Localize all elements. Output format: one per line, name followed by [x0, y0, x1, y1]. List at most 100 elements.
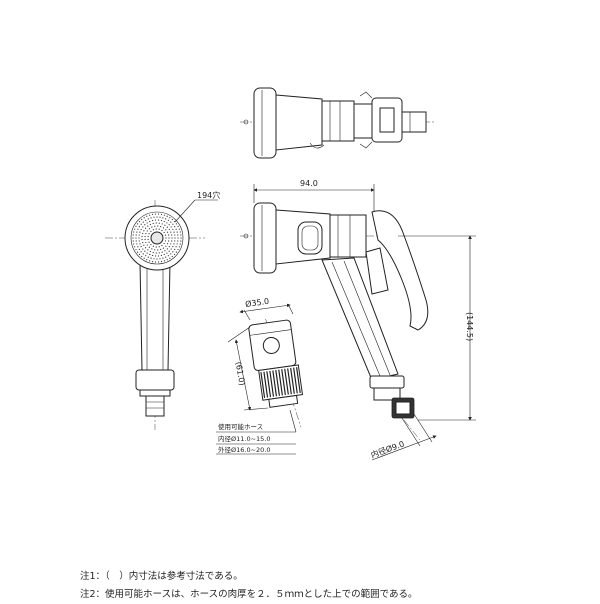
spray-hole: [170, 221, 172, 223]
spray-hole: [147, 235, 149, 238]
spray-hole: [146, 222, 148, 224]
spray-hole: [168, 240, 170, 242]
hose-spec-inner: 内径Ø11.0~15.0: [218, 434, 271, 443]
spray-hole: [163, 242, 165, 245]
spray-hole: [162, 257, 164, 259]
spray-hole: [147, 238, 149, 241]
side-view: [240, 202, 429, 441]
spray-hole: [147, 225, 149, 227]
spray-hole: [174, 248, 176, 250]
spray-hole: [152, 222, 154, 225]
knurl-line: [263, 371, 269, 398]
spray-hole: [136, 223, 139, 225]
spray-hole: [166, 222, 168, 224]
spray-hole: [142, 253, 144, 255]
knurl-ring: [260, 367, 301, 399]
spray-hole: [146, 215, 148, 217]
spray-hole: [168, 250, 170, 252]
spray-hole: [144, 250, 146, 252]
spray-hole: [174, 240, 176, 242]
spray-hole: [168, 237, 170, 239]
spray-hole: [165, 218, 167, 220]
coupler-length-label: (61.0): [234, 361, 247, 386]
spray-hole: [172, 245, 174, 248]
spray-hole: [140, 251, 142, 253]
spray-hole: [171, 255, 173, 258]
front-view: 194穴: [105, 190, 220, 430]
knurl-line: [284, 368, 289, 395]
spray-hole: [166, 248, 168, 250]
spray-hole: [152, 251, 154, 254]
spray-hole: [163, 253, 165, 256]
spray-hole: [160, 219, 163, 222]
spray-hole: [168, 245, 170, 248]
knurl-line: [290, 367, 295, 394]
knurl-line: [272, 370, 278, 397]
spray-hole: [135, 240, 137, 242]
spray-hole: [147, 256, 149, 258]
spray-hole: [177, 237, 179, 239]
spray-hole: [138, 226, 140, 228]
spray-hole: [160, 225, 162, 228]
spray-hole: [152, 229, 154, 231]
spray-holes: [132, 213, 182, 263]
spray-hole: [154, 225, 156, 227]
spray-hole: [151, 213, 154, 216]
spray-hole: [155, 222, 157, 224]
spray-hole: [170, 243, 172, 245]
spray-hole: [141, 255, 143, 258]
spray-hole: [157, 255, 160, 257]
spray-hole: [150, 257, 152, 259]
spray-hole: [146, 230, 148, 232]
hose-spec-outer: 外径Ø16.0~20.0: [218, 445, 271, 454]
spray-hole: [146, 259, 148, 261]
spray-hole: [154, 249, 156, 251]
hose-spec-title: 使用可能ホース: [218, 422, 263, 431]
spray-hole: [163, 231, 165, 234]
spray-hole: [171, 237, 173, 239]
spray-hole: [165, 237, 167, 239]
spray-hole: [162, 247, 165, 249]
spray-hole: [149, 220, 151, 223]
spray-hole: [157, 261, 160, 263]
length-label: 94.0: [300, 179, 318, 188]
spray-hole: [173, 220, 176, 223]
spray-hole: [138, 220, 141, 223]
spray-hole: [149, 250, 151, 253]
spray-hole: [158, 252, 160, 254]
spray-hole: [150, 244, 152, 246]
spray-hole: [173, 231, 175, 233]
spray-hole: [158, 228, 160, 230]
spray-hole: [145, 247, 147, 249]
spray-hole: [179, 243, 181, 245]
spray-hole: [174, 237, 176, 239]
spray-hole: [172, 223, 174, 225]
spray-hole: [161, 223, 163, 225]
spray-hole: [162, 217, 164, 219]
spray-hole: [133, 231, 135, 233]
spray-hole: [138, 237, 140, 239]
spray-hole: [132, 240, 134, 242]
spray-hole: [150, 217, 152, 219]
spray-hole: [138, 248, 140, 250]
spray-hole: [178, 246, 180, 248]
spray-hole: [169, 217, 171, 219]
spray-hole: [167, 255, 169, 257]
spray-hole: [137, 246, 139, 248]
spray-hole: [162, 227, 165, 229]
spray-hole: [141, 235, 143, 238]
holes-label: 194穴: [197, 190, 220, 200]
spray-hole: [155, 252, 157, 254]
spray-hole: [158, 246, 160, 248]
spray-hole: [170, 248, 172, 250]
spray-hole: [165, 229, 167, 231]
spray-hole: [148, 241, 150, 243]
spray-hole: [144, 235, 146, 238]
spray-hole: [156, 216, 158, 218]
spray-hole: [166, 226, 168, 228]
spray-hole: [135, 234, 137, 236]
spray-hole: [170, 231, 172, 233]
spray-hole: [133, 243, 135, 245]
spray-hole: [140, 223, 142, 225]
